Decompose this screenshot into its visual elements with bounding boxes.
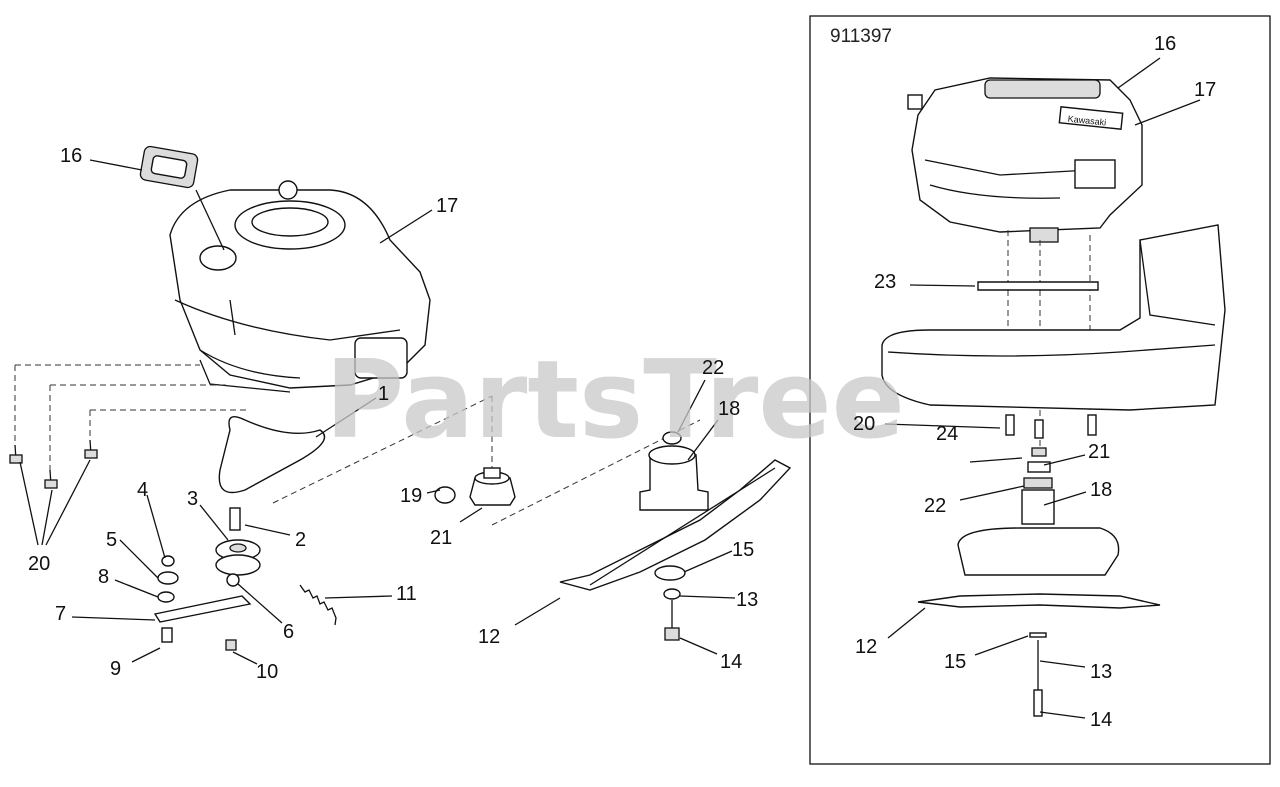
blade-bolt-stack-right <box>1029 632 1047 717</box>
engine-left <box>169 180 431 393</box>
left-callout-3: 3 <box>187 488 198 510</box>
left-callout-5: 5 <box>106 529 117 551</box>
right-callout-18: 18 <box>1090 479 1112 501</box>
deck-hardware-right <box>1005 414 1097 525</box>
blade-housing-right <box>957 527 1120 576</box>
left-callout-8: 8 <box>98 566 109 588</box>
mower-deck <box>881 224 1226 411</box>
bolts-part-20 <box>9 439 98 489</box>
engine-brand-label: Kawasaki <box>1067 114 1106 128</box>
engine-right: Kawasaki <box>907 77 1143 243</box>
leader-lines-right <box>884 57 1201 719</box>
right-callout-13: 13 <box>1090 661 1112 683</box>
adapter-part <box>434 431 709 511</box>
right-callout-14: 14 <box>1090 709 1112 731</box>
right-callout-22: 22 <box>924 495 946 517</box>
spring-part <box>299 584 337 626</box>
right-callout-24: 24 <box>936 423 958 445</box>
left-callout-16: 16 <box>60 145 82 167</box>
leader-lines-left <box>19 159 736 665</box>
left-callout-4: 4 <box>137 479 148 501</box>
left-callout-14: 14 <box>720 651 742 673</box>
belt-part-right <box>977 281 1099 291</box>
blade-bolt-stack-left <box>654 565 686 641</box>
left-callout-7: 7 <box>55 603 66 625</box>
idler-assembly <box>153 507 261 651</box>
dipstick-part <box>139 145 225 251</box>
right-callout-21: 21 <box>1088 441 1110 463</box>
left-callout-1: 1 <box>378 383 389 405</box>
left-callout-21: 21 <box>430 527 452 549</box>
left-callout-2: 2 <box>295 529 306 551</box>
right-callout-17: 17 <box>1194 79 1216 101</box>
blade-part-right <box>917 593 1161 609</box>
watermark: PartsTree <box>325 338 905 463</box>
right-callout-23: 23 <box>874 271 896 293</box>
left-callout-20: 20 <box>28 553 50 575</box>
left-callout-17: 17 <box>436 195 458 217</box>
left-callout-22: 22 <box>702 357 724 379</box>
belt-part <box>218 416 326 494</box>
right-callout-16: 16 <box>1154 33 1176 55</box>
callouts-left: 16 17 1 22 18 19 21 20 4 3 2 5 8 7 6 11 9 10 15 13 12 14 <box>28 145 758 683</box>
left-callout-15: 15 <box>732 539 754 561</box>
right-callout-20: 20 <box>853 413 875 435</box>
callouts-right: 16 17 23 20 24 21 22 18 12 15 13 14 <box>853 33 1216 731</box>
left-callout-18: 18 <box>718 398 740 420</box>
right-callout-12: 12 <box>855 636 877 658</box>
inset-frame <box>809 15 1271 765</box>
left-callout-6: 6 <box>283 621 294 643</box>
left-callout-12: 12 <box>478 626 500 648</box>
left-callout-13: 13 <box>736 589 758 611</box>
diagram-number: 911397 <box>830 26 892 47</box>
left-callout-9: 9 <box>110 658 121 680</box>
left-callout-10: 10 <box>256 661 278 683</box>
left-callout-19: 19 <box>400 485 422 507</box>
left-callout-11: 11 <box>396 583 417 605</box>
right-callout-15: 15 <box>944 651 966 673</box>
